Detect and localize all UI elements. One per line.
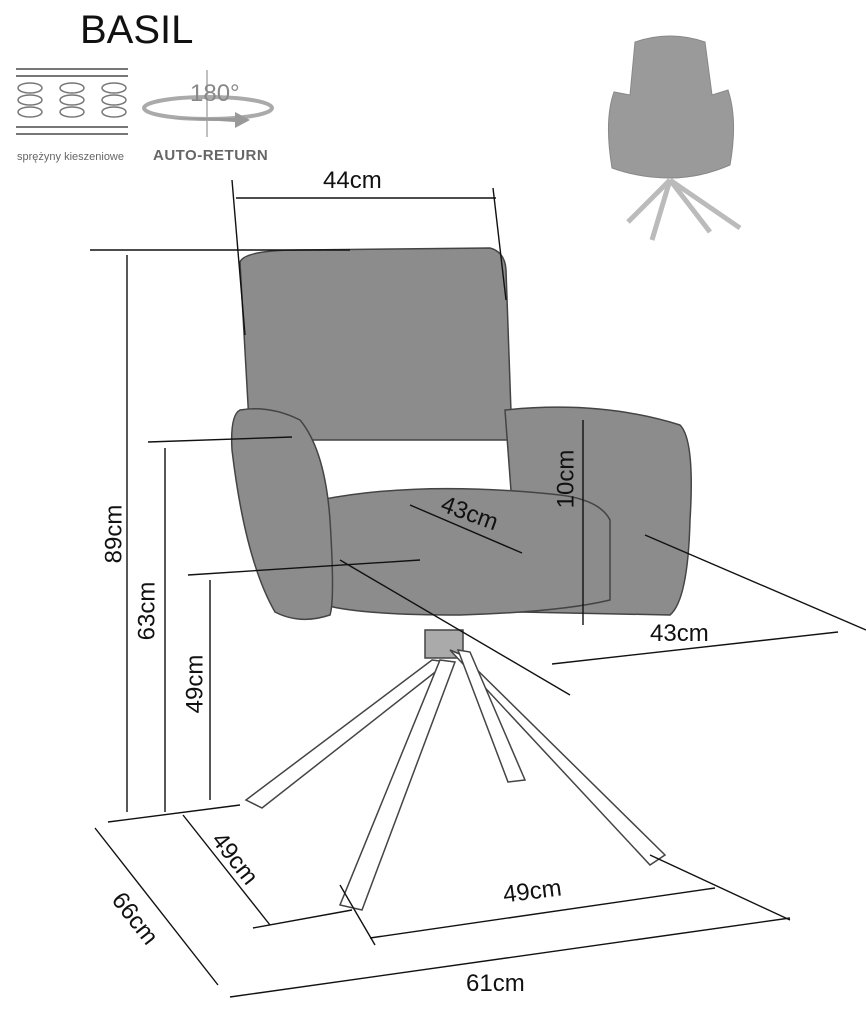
chair-leg [449, 649, 667, 866]
product-title: BASIL [80, 8, 194, 52]
total-width-label: 61cm [466, 970, 525, 997]
armrest-above-seat-label: 10cm [552, 449, 580, 509]
chair-seat [319, 487, 611, 616]
chair-back-thumbnail [607, 35, 742, 241]
chair-leg [338, 659, 457, 911]
armrest-height-label: 63cm [133, 581, 161, 641]
pocket-springs-label: sprężyny kieszeniowe [17, 151, 124, 163]
chair-backrest [239, 247, 513, 441]
chair-illustration [230, 247, 692, 911]
seat-width-label: 44cm [323, 167, 382, 194]
chair-leg [456, 649, 527, 783]
total-height-label: 89cm [100, 504, 128, 564]
dimension-lines [90, 179, 866, 998]
pocket-springs-icon [16, 68, 128, 135]
seat-height-label: 49cm [181, 654, 209, 714]
rotation-icon [142, 70, 274, 137]
auto-return-label: AUTO-RETURN [153, 147, 269, 164]
rotation-degrees: 180° [190, 80, 240, 107]
arm-depth-label: 43cm [650, 620, 709, 647]
